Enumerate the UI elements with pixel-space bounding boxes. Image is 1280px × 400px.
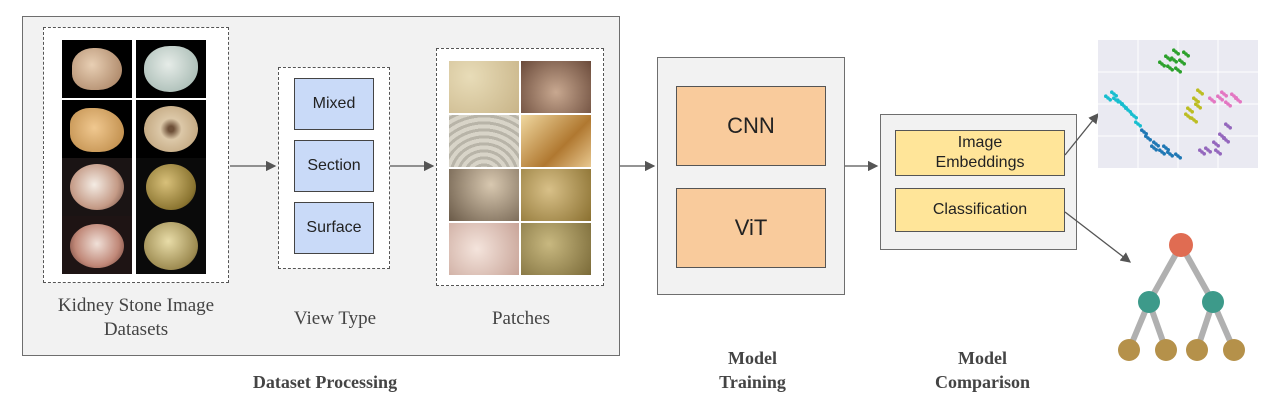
embedding-point xyxy=(1228,104,1232,108)
embedding-point xyxy=(1162,152,1166,156)
tree-root-node xyxy=(1169,233,1193,257)
tree-mid-node-right xyxy=(1202,291,1224,313)
embedding-point xyxy=(1134,116,1138,120)
view-type-mixed: Mixed xyxy=(294,78,374,130)
classification-box: Classification xyxy=(895,188,1065,232)
embedding-point xyxy=(1162,64,1166,68)
embedding-point xyxy=(1124,106,1128,110)
stone-image-4 xyxy=(136,100,206,158)
embedding-point xyxy=(1114,94,1118,98)
tree-leaf-node xyxy=(1118,339,1140,361)
embedding-point xyxy=(1224,94,1228,98)
embedding-point xyxy=(1194,120,1198,124)
stone-image-2 xyxy=(136,40,206,98)
embedding-scatter-icon xyxy=(1098,40,1258,168)
embedding-point xyxy=(1188,116,1192,120)
patch-8 xyxy=(521,223,591,275)
embedding-point xyxy=(1178,70,1182,74)
model-cnn: CNN xyxy=(676,86,826,166)
embedding-point xyxy=(1196,100,1200,104)
patch-3 xyxy=(449,115,519,167)
view-type-section: Section xyxy=(294,140,374,192)
embedding-point xyxy=(1138,124,1142,128)
embedding-point xyxy=(1170,154,1174,158)
patch-1 xyxy=(449,61,519,113)
tree-leaf-node xyxy=(1155,339,1177,361)
view-type-caption: View Type xyxy=(293,308,377,329)
stone-image-1 xyxy=(62,40,132,98)
embedding-point xyxy=(1228,126,1232,130)
stone-image-8 xyxy=(136,216,206,274)
model-comparison-label: Model Comparison xyxy=(934,348,1030,392)
embedding-point xyxy=(1116,100,1120,104)
embedding-point xyxy=(1148,138,1152,142)
stone-image-7 xyxy=(62,216,132,274)
embedding-point xyxy=(1182,62,1186,66)
embedding-point xyxy=(1216,144,1220,148)
embedding-point xyxy=(1154,148,1158,152)
patches-box xyxy=(436,48,604,286)
stone-image-6 xyxy=(136,158,206,216)
embedding-point xyxy=(1200,92,1204,96)
patch-4 xyxy=(521,115,591,167)
patch-7 xyxy=(449,223,519,275)
tree-mid-node-left xyxy=(1138,291,1160,313)
embedding-point xyxy=(1156,144,1160,148)
embedding-point xyxy=(1108,98,1112,102)
datasets-caption: Kidney Stone Image Datasets xyxy=(57,295,215,340)
stone-image-3 xyxy=(62,100,132,158)
embedding-point xyxy=(1234,96,1238,100)
model-vit: ViT xyxy=(676,188,826,268)
view-type-surface: Surface xyxy=(294,202,374,254)
tree-leaf-node xyxy=(1223,339,1245,361)
embedding-point xyxy=(1190,110,1194,114)
arrow-embeddings-to-scatter xyxy=(1064,112,1099,156)
patch-6 xyxy=(521,169,591,221)
embedding-point xyxy=(1174,60,1178,64)
embedding-point xyxy=(1218,152,1222,156)
tree-leaf-node xyxy=(1186,339,1208,361)
embedding-point xyxy=(1238,100,1242,104)
embedding-point xyxy=(1226,140,1230,144)
patch-5 xyxy=(449,169,519,221)
embedding-point xyxy=(1212,100,1216,104)
embedding-point xyxy=(1166,148,1170,152)
embedding-point xyxy=(1176,52,1180,56)
embedding-point xyxy=(1144,132,1148,136)
stone-image-5 xyxy=(62,158,132,216)
embedding-point xyxy=(1220,98,1224,102)
embedding-point xyxy=(1208,150,1212,154)
embedding-point xyxy=(1202,152,1206,156)
embedding-point xyxy=(1198,106,1202,110)
decision-tree-icon xyxy=(1118,233,1245,361)
kidney-stone-images-box xyxy=(43,27,229,283)
arrow-classification-to-tree xyxy=(1064,211,1132,263)
image-embeddings-box: Image Embeddings xyxy=(895,130,1065,176)
dataset-processing-label: Dataset Processing xyxy=(252,372,398,392)
patches-caption: Patches xyxy=(491,308,551,329)
embedding-point xyxy=(1178,156,1182,160)
embedding-point xyxy=(1170,68,1174,72)
embedding-point xyxy=(1186,54,1190,58)
model-training-label: Model Training xyxy=(719,348,786,392)
patch-2 xyxy=(521,61,591,113)
